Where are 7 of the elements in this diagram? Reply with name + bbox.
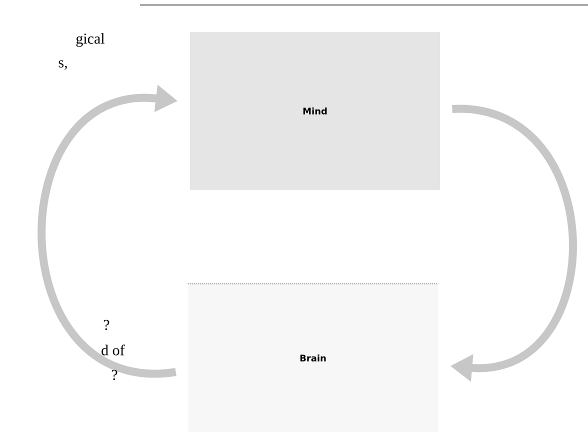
text-fragment: gical bbox=[76, 33, 104, 47]
text-fragment: s, bbox=[58, 60, 67, 70]
text-fragment: d of bbox=[102, 344, 125, 356]
mind-box: Mind bbox=[190, 32, 440, 190]
brain-box: Brain bbox=[187, 283, 439, 432]
text-fragment: ? bbox=[104, 320, 110, 330]
text-fragment: ? bbox=[112, 370, 118, 380]
